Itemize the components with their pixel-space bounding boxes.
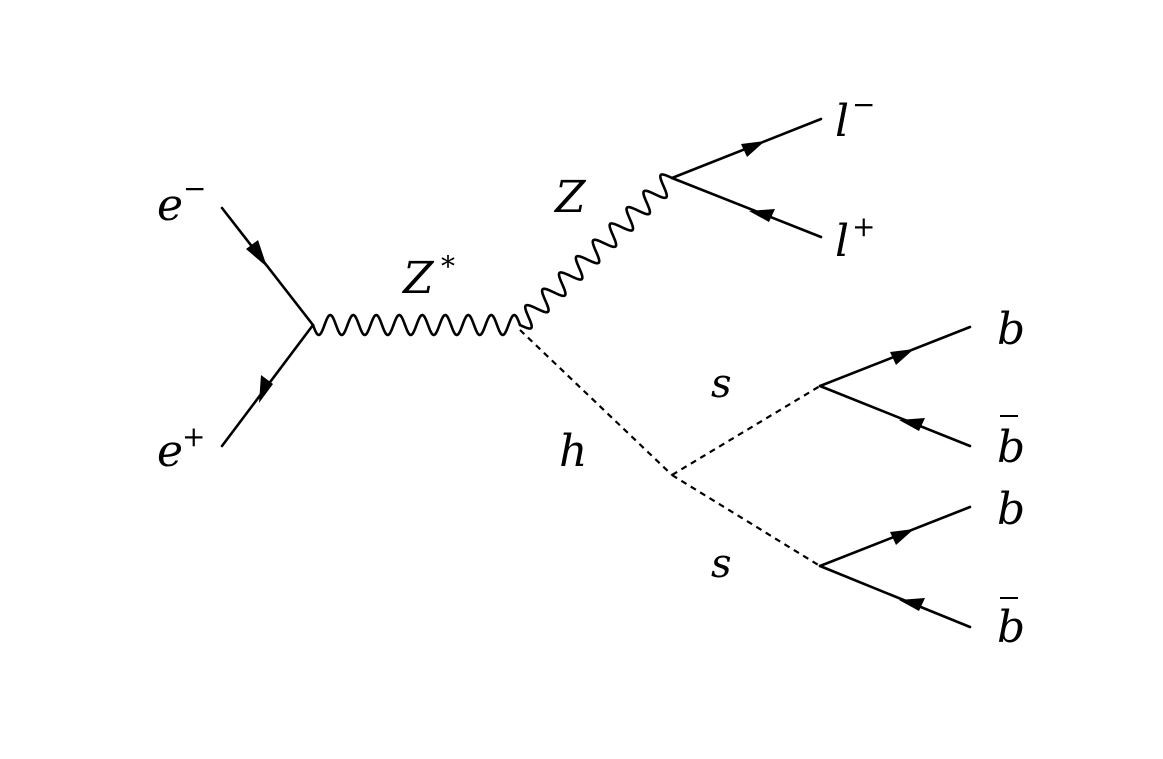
- label-zstar: Z: [401, 253, 435, 304]
- z-boson-line: [518, 173, 674, 330]
- label-zstar-sup: *: [441, 250, 455, 283]
- lepton-minus-arrow: [741, 141, 765, 157]
- label-l-minus-sup: −: [852, 88, 875, 121]
- label-s-upper: s: [711, 361, 732, 407]
- label-l-plus: l: [835, 216, 849, 267]
- label-e-plus-sup: +: [182, 420, 205, 453]
- zstar-propagator: [311, 313, 522, 337]
- bbar-line-1: [818, 384, 972, 448]
- label-e-plus: e: [157, 426, 183, 477]
- label-b-1: b: [997, 304, 1025, 355]
- b-arrow-1: [890, 349, 914, 365]
- label-b-2: b: [997, 484, 1025, 535]
- lepton-plus-arrow: [749, 209, 775, 222]
- b-arrow-2: [890, 529, 914, 545]
- electron-arrow: [246, 240, 267, 267]
- scalar-line-upper: [671, 385, 821, 476]
- label-h: h: [559, 426, 587, 477]
- label-bbar-2: b: [997, 602, 1025, 653]
- electron-line: [220, 206, 315, 327]
- positron-arrow: [259, 375, 273, 403]
- scalar-line-lower: [671, 474, 821, 567]
- higgs-line: [519, 329, 673, 476]
- label-s-lower: s: [711, 541, 732, 587]
- bbar-arrow-1: [899, 418, 925, 431]
- lepton-plus-line: [670, 176, 823, 239]
- bbar-line-2: [818, 564, 972, 629]
- label-l-minus: l: [835, 96, 849, 147]
- label-l-plus-sup: +: [852, 210, 875, 243]
- label-e-minus-sup: −: [183, 172, 206, 205]
- label-e-minus: e: [157, 180, 183, 231]
- label-z: Z: [553, 172, 587, 223]
- bbar-arrow-2: [899, 598, 925, 611]
- label-bbar-1: b: [997, 422, 1025, 473]
